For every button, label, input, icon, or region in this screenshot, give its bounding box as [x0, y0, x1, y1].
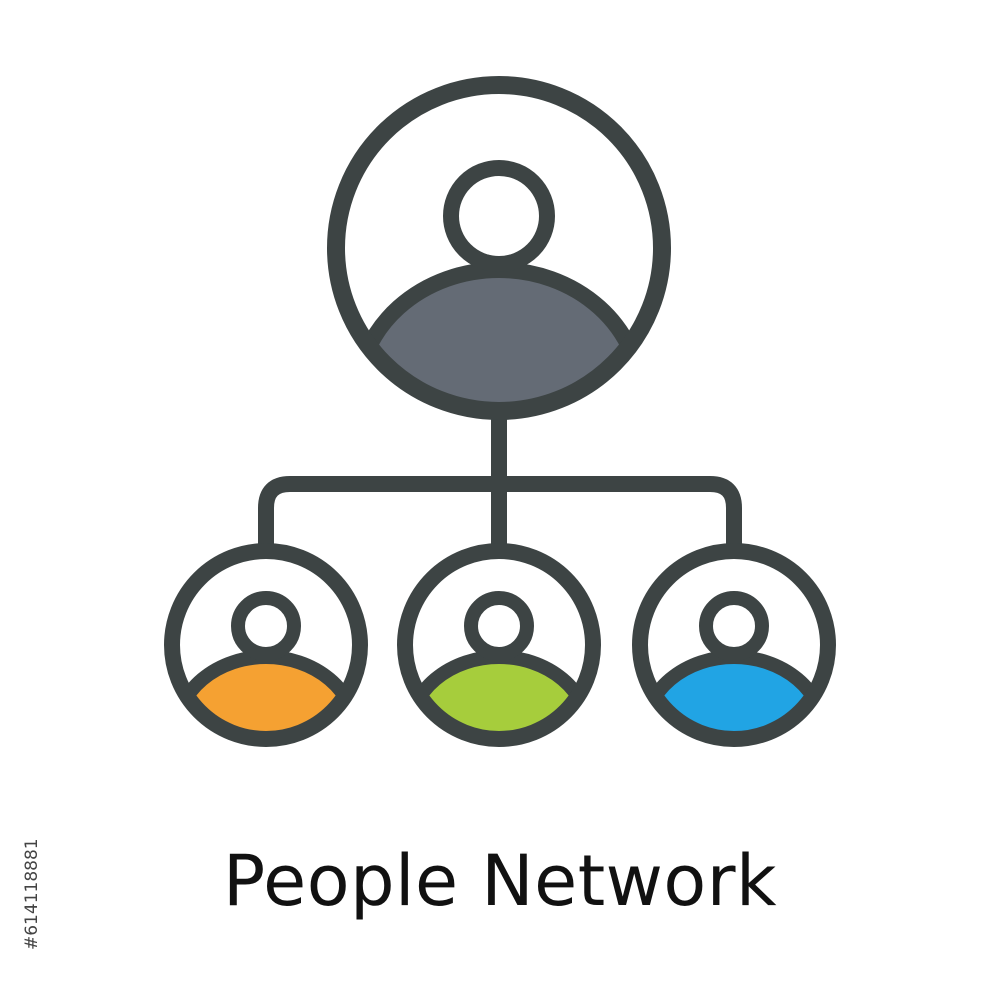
- child-person-node-3: [632, 543, 836, 747]
- connector-branch: [258, 476, 742, 559]
- child-3-node-ring: [632, 543, 836, 747]
- connector-lines: [258, 403, 742, 559]
- child-person-node-2: [397, 543, 601, 747]
- child-2-node-ring: [397, 543, 601, 747]
- child-2-person-head: [464, 591, 534, 661]
- child-person-node-1: [164, 543, 368, 747]
- child-1-node-ring: [164, 543, 368, 747]
- icon-caption: People Network: [222, 840, 778, 922]
- child-3-person-head: [699, 591, 769, 661]
- root-node-ring: [327, 76, 671, 420]
- child-1-person-head: [231, 591, 301, 661]
- stock-image-id: #614118881: [22, 838, 42, 950]
- root-person-head: [443, 160, 555, 272]
